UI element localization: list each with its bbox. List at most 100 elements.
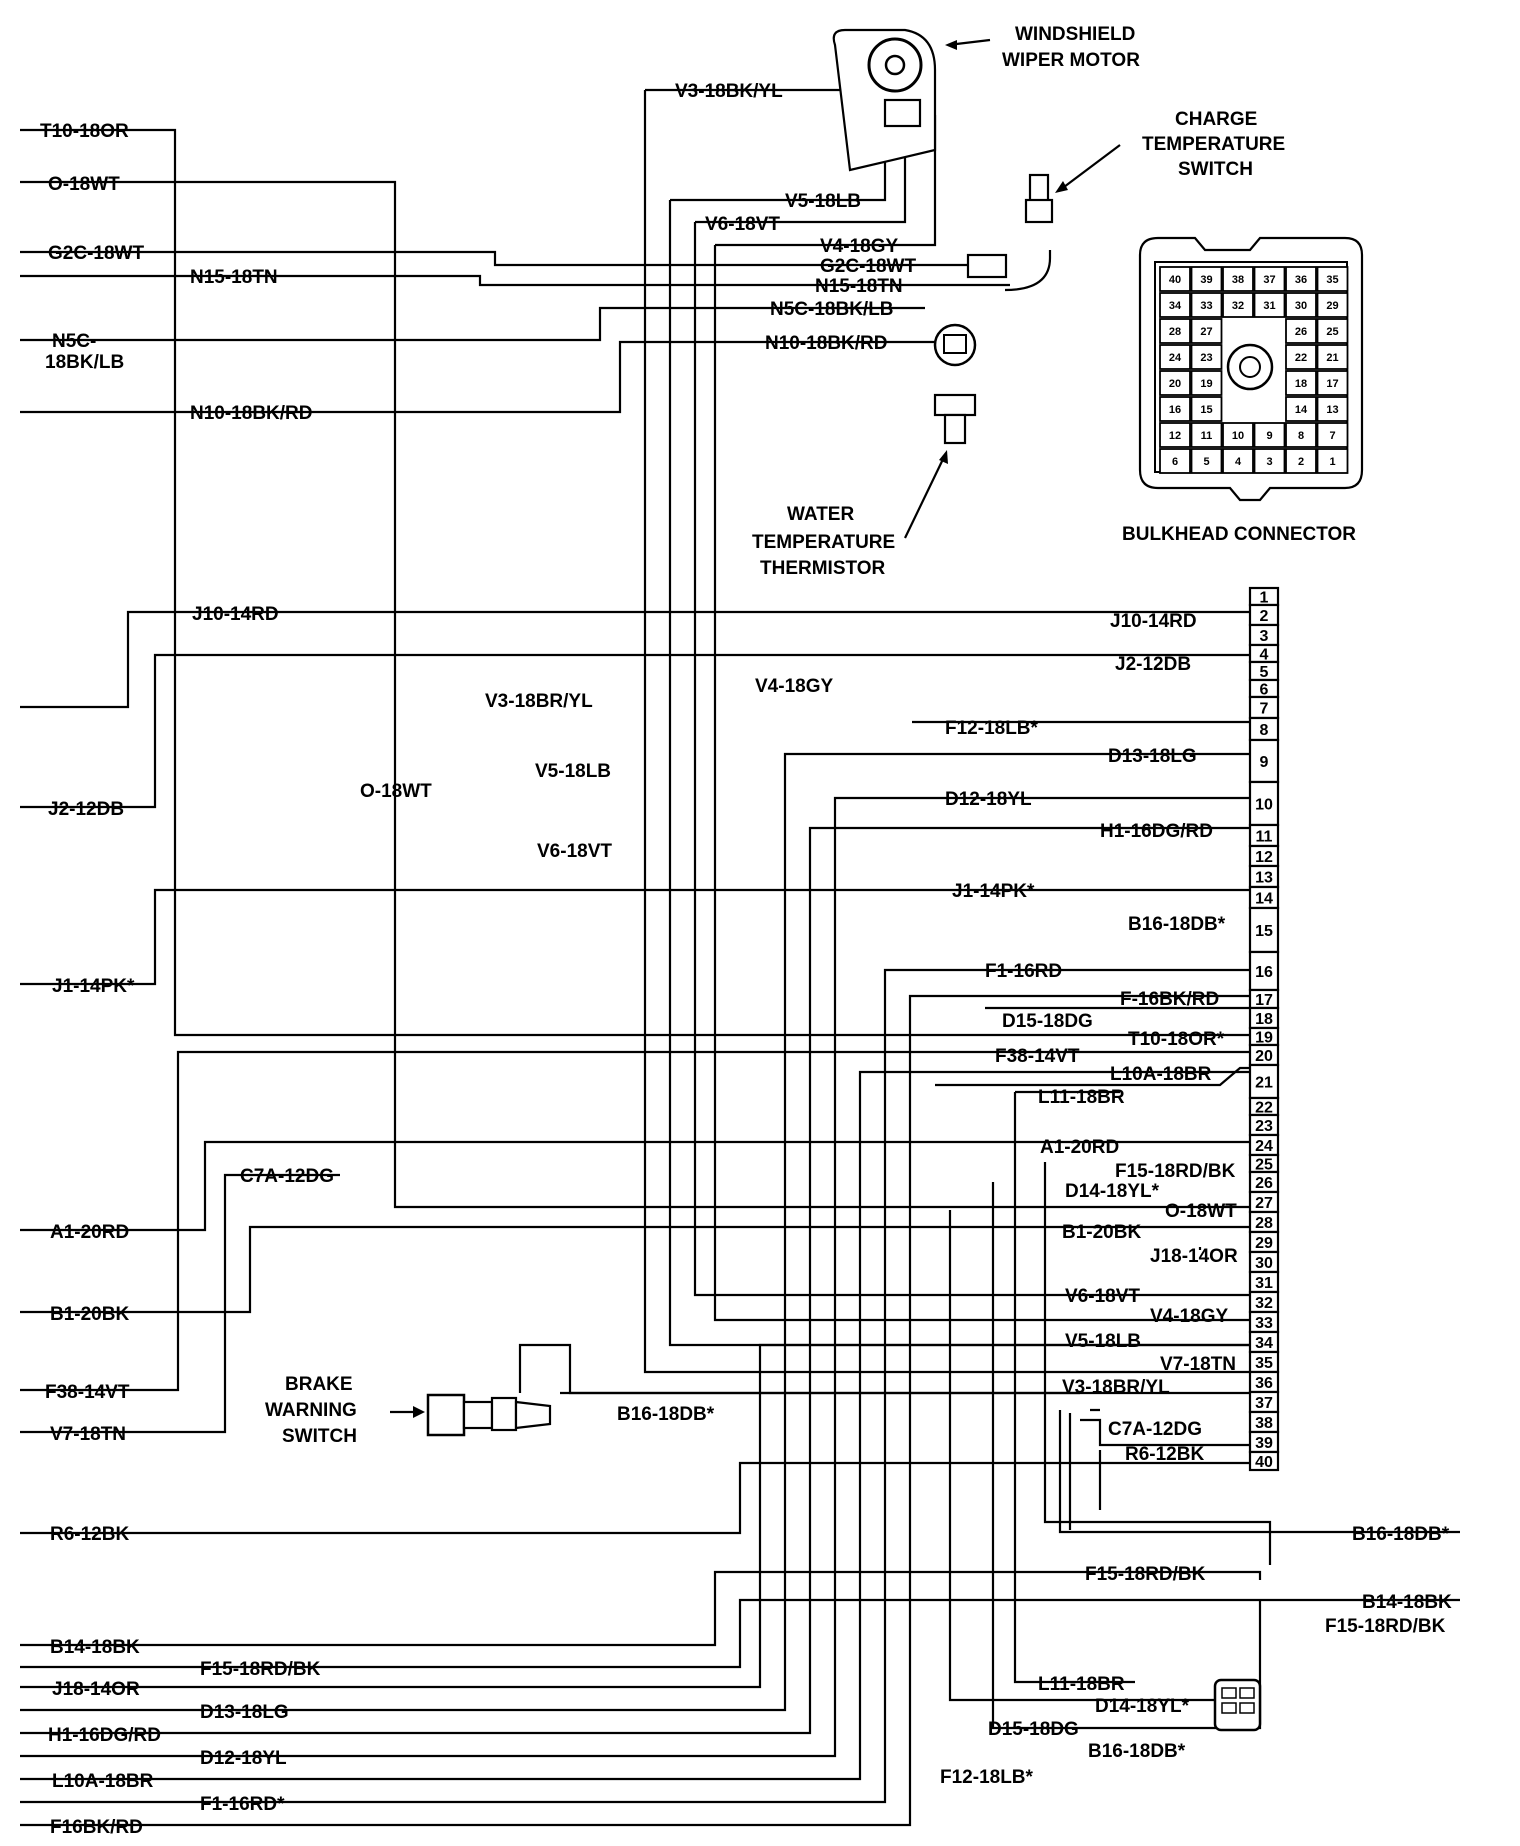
- left-label-h1: H1-16DG/RD: [48, 1725, 161, 1746]
- bulkhead-cell-number: 9: [1266, 430, 1272, 442]
- connector-pin-number: 9: [1260, 754, 1269, 771]
- bottom-label-f12: F12-18LB*: [940, 1767, 1034, 1788]
- pin-label-v4: V4-18GY: [1150, 1306, 1228, 1327]
- bulkhead-cell: [1316, 318, 1349, 344]
- pin-label-f12: F12-18LB*: [945, 718, 1039, 739]
- top-label-v6: V6-18VT: [705, 214, 780, 235]
- top-label-n15: N15-18TN: [815, 276, 903, 297]
- bulkhead-cell-number: 39: [1200, 274, 1212, 286]
- water-temp-thermistor: [904, 323, 977, 539]
- charge-temp-switch: [966, 144, 1121, 292]
- bulkhead-cell: [1190, 266, 1223, 292]
- top-label-v4: V4-18GY: [820, 236, 898, 257]
- bulkhead-cell-number: 12: [1169, 430, 1181, 442]
- connector-pin-number: 1: [1260, 590, 1269, 607]
- bulkhead-cell: [1159, 396, 1191, 422]
- brake-warning-switch: [390, 1393, 552, 1437]
- bulkhead-cell-number: 37: [1263, 274, 1275, 286]
- bulkhead-cell: [1316, 422, 1349, 448]
- connector-pin-number: 32: [1255, 1295, 1273, 1312]
- pin-label-b1: B1-20BK: [1062, 1222, 1141, 1243]
- left-label-g2c: G2C-18WT: [48, 243, 144, 264]
- connector-pin-box: [1248, 780, 1280, 827]
- bulkhead-cell: [1190, 422, 1223, 448]
- left-label-b1: B1-20BK: [50, 1304, 129, 1325]
- left-label-d12: D12-18YL: [200, 1748, 287, 1769]
- bulkhead-cell: [1222, 292, 1254, 318]
- bulkhead-cell-number: 40: [1169, 274, 1181, 286]
- pin-label-d14: D14-18YL*: [1065, 1181, 1160, 1202]
- left-label-f1: F1-16RD*: [200, 1794, 285, 1815]
- connector-pin-number: 11: [1256, 829, 1273, 846]
- left-label-l10a: L10A-18BR: [52, 1771, 154, 1792]
- bulkhead-cell: [1159, 292, 1191, 318]
- bulkhead-cell: [1253, 422, 1286, 448]
- left-label-n5c-2: 18BK/LB: [45, 352, 124, 373]
- left-label-j10: J10-14RD: [192, 604, 279, 625]
- left-label-r6: R6-12BK: [50, 1524, 129, 1545]
- bulkhead-cell: [1190, 396, 1223, 422]
- left-label-j2: J2-12DB: [48, 799, 124, 820]
- bulkhead-cell: [1316, 448, 1349, 474]
- bulkhead-cell-number: 30: [1295, 300, 1307, 312]
- connector-pin-number: 35: [1255, 1355, 1273, 1372]
- left-label-o18: O-18WT: [48, 174, 120, 195]
- bulkhead-cell-number: 20: [1169, 378, 1181, 390]
- top-label-n5c: N5C-18BK/LB: [770, 299, 894, 320]
- right-label-f15b: F15-18RD/BK: [1325, 1616, 1446, 1637]
- pin-label-l11: L11-18BR: [1038, 1087, 1125, 1108]
- bulkhead-cell: [1285, 266, 1317, 292]
- mid-label-v3: V3-18BR/YL: [485, 691, 593, 712]
- bulkhead-cell-number: 19: [1200, 378, 1212, 390]
- bulkhead-label: BULKHEAD CONNECTOR: [1122, 524, 1356, 545]
- bulkhead-cell-number: 36: [1295, 274, 1307, 286]
- bulkhead-cell-number: 7: [1329, 430, 1335, 442]
- connector-pin-number: 25: [1255, 1157, 1273, 1174]
- pin-label-v7: V7-18TN: [1160, 1354, 1236, 1375]
- left-label-t10: T10-18OR: [40, 121, 129, 142]
- pin-label-b16: B16-18DB*: [1128, 914, 1226, 935]
- bulkhead-cell-number: 35: [1326, 274, 1338, 286]
- bulkhead-cell-number: 29: [1326, 300, 1338, 312]
- bulkhead-cell-number: 21: [1326, 352, 1338, 364]
- right-label-f15a: F15-18RD/BK: [1085, 1564, 1206, 1585]
- water-temp-label-2: TEMPERATURE: [752, 532, 895, 553]
- bulkhead-cell: [1190, 318, 1223, 344]
- bottom-label-d14: D14-18YL*: [1095, 1696, 1190, 1717]
- bulkhead-cell: [1316, 344, 1349, 370]
- brake-label-3: SWITCH: [282, 1426, 357, 1447]
- bulkhead-cell: [1316, 396, 1349, 422]
- bulkhead-cell: [1285, 292, 1317, 318]
- bulkhead-cell-number: 18: [1295, 378, 1307, 390]
- connector-pin-number: 14: [1255, 891, 1273, 908]
- pin-label-h1: H1-16DG/RD: [1100, 821, 1213, 842]
- ground-connector: [1213, 1678, 1262, 1732]
- bulkhead-cell-number: 33: [1200, 300, 1212, 312]
- left-label-f15: F15-18RD/BK: [200, 1659, 321, 1680]
- bottom-label-l11: L11-18BR: [1038, 1674, 1125, 1695]
- pin-label-r6: R6-12BK: [1125, 1444, 1204, 1465]
- bulkhead-cell: [1316, 292, 1349, 318]
- connector-pin-number: 24: [1255, 1138, 1273, 1155]
- connector-pin-number: 16: [1255, 964, 1273, 981]
- bulkhead-cell: [1159, 266, 1191, 292]
- connector-pin-box: [1248, 1450, 1280, 1472]
- connector-pin-number: 29: [1255, 1235, 1273, 1252]
- bulkhead-cell-number: 34: [1169, 300, 1182, 312]
- wiper-motor-label-2: WIPER MOTOR: [1002, 50, 1140, 71]
- connector-pin-number: 15: [1255, 923, 1273, 940]
- left-label-c7a: C7A-12DG: [240, 1166, 334, 1187]
- connector-pin-number: 38: [1255, 1415, 1273, 1432]
- bottom-label-b16: B16-18DB*: [1088, 1741, 1186, 1762]
- pin-label-o18: O-18WT: [1165, 1201, 1237, 1222]
- pin-label-d13: D13-18LG: [1108, 746, 1197, 767]
- mid-label-v5: V5-18LB: [535, 761, 611, 782]
- connector-pin-number: 5: [1260, 664, 1269, 681]
- connector-pin-number: 6: [1260, 682, 1269, 699]
- bulkhead-cell-number: 6: [1172, 456, 1178, 468]
- top-label-g2c: G2C-18WT: [820, 256, 916, 277]
- left-label-j18: J18-14OR: [52, 1679, 140, 1700]
- connector-pin-number: 2: [1260, 608, 1269, 625]
- bulkhead-cell-number: 31: [1263, 300, 1275, 312]
- bulkhead-cell: [1316, 370, 1349, 396]
